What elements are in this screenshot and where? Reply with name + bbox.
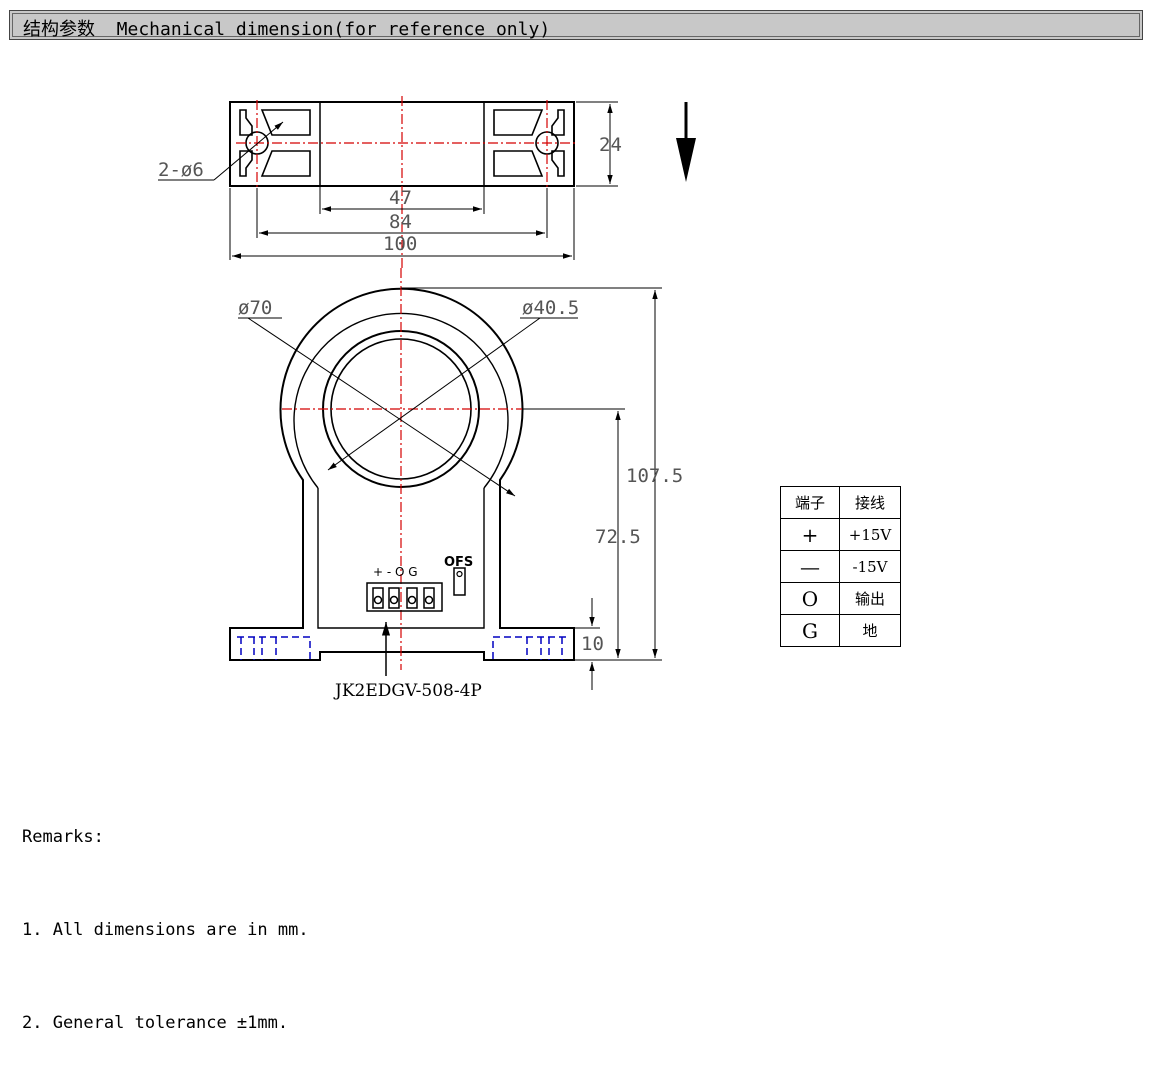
pin-wiring-table: 端子 接线 + +15V — -15V O 输出 G 地 <box>780 486 901 647</box>
dim-47: 47 <box>389 187 412 209</box>
connector-model: JK2EDGV-508-4P <box>333 681 482 701</box>
remark-item: 1. All dimensions are in mm. <box>22 920 309 940</box>
wiring-cell: -15V <box>839 550 901 583</box>
terminal-connector: + - O G <box>366 565 443 612</box>
remarks: Remarks: 1. All dimensions are in mm. 2.… <box>22 760 309 1070</box>
dim-107-5: 107.5 <box>626 465 683 487</box>
table-header-row: 端子 接线 <box>780 486 901 519</box>
table-row: — -15V <box>780 550 901 583</box>
dim-height-24: 24 <box>599 134 622 156</box>
connector-pin-labels: + - O G <box>373 565 418 579</box>
inner-diameter-label: ø40.5 <box>522 297 579 319</box>
terminal-cell: O <box>780 582 840 615</box>
header-terminal: 端子 <box>780 486 840 519</box>
dim-10: 10 <box>581 633 604 655</box>
remark-item: 2. General tolerance ±1mm. <box>22 1013 289 1033</box>
table-row: O 输出 <box>780 582 901 615</box>
top-view: 2-ø6 24 47 84 100 <box>158 96 622 270</box>
terminal-cell: G <box>780 614 840 647</box>
ofs-label: OFS <box>444 555 473 570</box>
sensor-housing-outline <box>229 287 575 661</box>
terminal-cell: + <box>780 518 840 551</box>
terminal-cell: — <box>780 550 840 583</box>
dim-100: 100 <box>383 233 417 255</box>
ofs-adjuster: OFS <box>444 555 473 596</box>
current-direction-arrow-icon <box>676 102 696 182</box>
wiring-cell: 输出 <box>839 582 901 615</box>
mechanical-drawing: 2-ø6 24 47 84 100 <box>158 96 696 701</box>
table-row: + +15V <box>780 518 901 551</box>
wiring-cell: 地 <box>839 614 901 647</box>
front-view: ø70 ø40.5 + - O G OFS <box>229 268 683 701</box>
dim-72-5: 72.5 <box>595 526 641 548</box>
header-wiring: 接线 <box>839 486 901 519</box>
hole-label: 2-ø6 <box>158 159 204 181</box>
table-row: G 地 <box>780 614 901 647</box>
wiring-cell: +15V <box>839 518 901 551</box>
section-header: 结构参数 Mechanical dimension(for reference … <box>9 10 1143 40</box>
section-title: 结构参数 Mechanical dimension(for reference … <box>23 19 551 40</box>
dim-84: 84 <box>389 211 412 233</box>
outer-diameter-label: ø70 <box>238 297 272 319</box>
hidden-lines <box>237 636 566 660</box>
remarks-title: Remarks: <box>22 827 104 847</box>
